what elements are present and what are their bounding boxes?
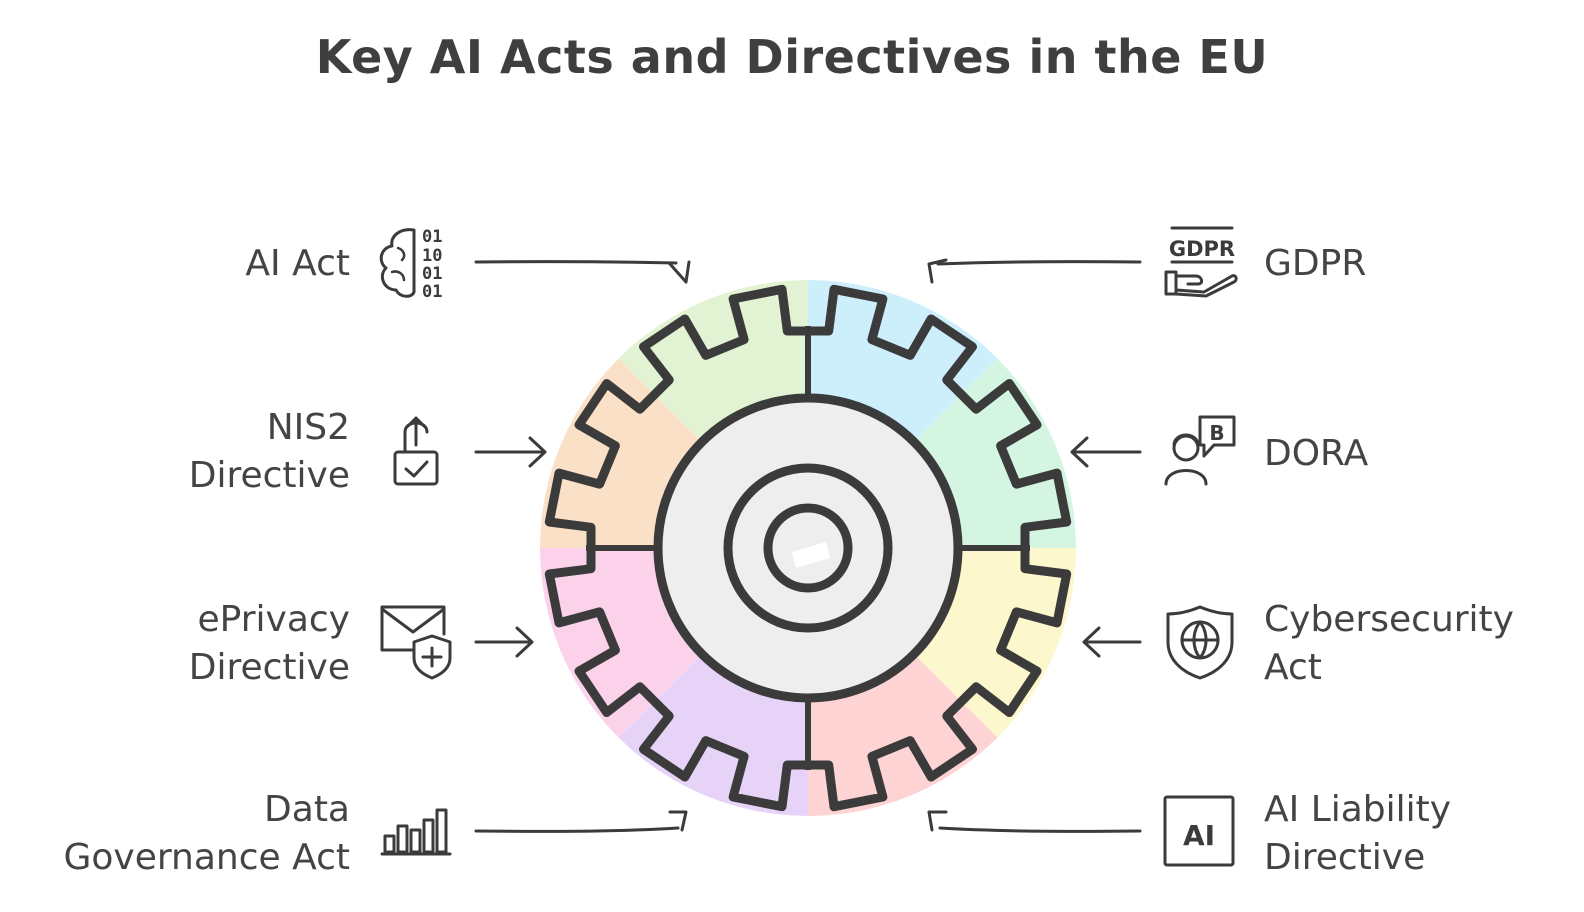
label-ai-liability-line2: Directive xyxy=(1264,837,1426,878)
label-ai-liability-line1: AI Liability xyxy=(1264,789,1452,830)
mail-shield-icon xyxy=(380,605,452,680)
binary-digit: 10 xyxy=(422,246,442,266)
label-cybersecurity-line2: Act xyxy=(1264,647,1322,688)
ai-icon-text: AI xyxy=(1183,819,1215,852)
arrow-nis2 xyxy=(474,436,547,468)
arrow-ai-liability xyxy=(927,810,1142,833)
unlock-check-icon xyxy=(393,416,439,486)
label-ai-liability: AI Liability Directive xyxy=(1264,786,1564,882)
binary-digit: 01 xyxy=(422,227,442,247)
gear-inner-ring xyxy=(723,463,893,633)
label-data-governance-line2: Governance Act xyxy=(63,837,350,878)
bar-chart-icon xyxy=(380,808,452,856)
gdpr-hand-icon: GDPR xyxy=(1164,226,1238,298)
gear-teeth-outline xyxy=(544,284,1072,812)
arrow-ai-act xyxy=(474,260,691,284)
person-bitcoin-icon: B xyxy=(1164,415,1236,486)
arrow-gdpr xyxy=(927,258,1142,284)
label-ai-act: AI Act xyxy=(100,240,350,288)
label-eprivacy-line1: ePrivacy xyxy=(197,599,351,640)
label-gdpr-line1: GDPR xyxy=(1264,243,1367,284)
central-gear xyxy=(540,280,1076,816)
label-gdpr: GDPR xyxy=(1264,240,1564,288)
label-dora-line1: DORA xyxy=(1264,433,1369,474)
label-data-governance-line1: Data xyxy=(264,789,350,830)
globe-shield-icon xyxy=(1166,605,1234,680)
label-data-governance: Data Governance Act xyxy=(20,786,350,882)
gear-dividers xyxy=(586,326,1030,770)
arrow-data-governance xyxy=(474,810,688,833)
gear-highlight xyxy=(792,542,830,568)
page-title: Key AI Acts and Directives in the EU xyxy=(315,30,1269,84)
label-dora: DORA xyxy=(1264,430,1564,478)
binary-digit: 01 xyxy=(422,282,442,302)
label-cybersecurity: Cybersecurity Act xyxy=(1264,596,1574,692)
arrow-eprivacy xyxy=(474,626,534,658)
ai-box-icon: AI xyxy=(1163,795,1235,867)
brain-binary-icon: 01 10 01 01 xyxy=(379,227,442,302)
label-cybersecurity-line1: Cybersecurity xyxy=(1264,599,1514,640)
label-eprivacy-line2: Directive xyxy=(188,647,350,688)
arrow-cybersecurity xyxy=(1082,626,1142,658)
bitcoin-icon-text: B xyxy=(1209,421,1224,445)
label-nis2-line2: Directive xyxy=(188,455,350,496)
label-eprivacy: ePrivacy Directive xyxy=(100,596,350,692)
arrow-dora xyxy=(1070,436,1142,468)
label-nis2-line1: NIS2 xyxy=(266,407,350,448)
label-ai-act-line1: AI Act xyxy=(245,243,350,284)
gdpr-icon-text: GDPR xyxy=(1169,237,1235,261)
label-nis2: NIS2 Directive xyxy=(100,404,350,500)
binary-digit: 01 xyxy=(422,264,442,284)
